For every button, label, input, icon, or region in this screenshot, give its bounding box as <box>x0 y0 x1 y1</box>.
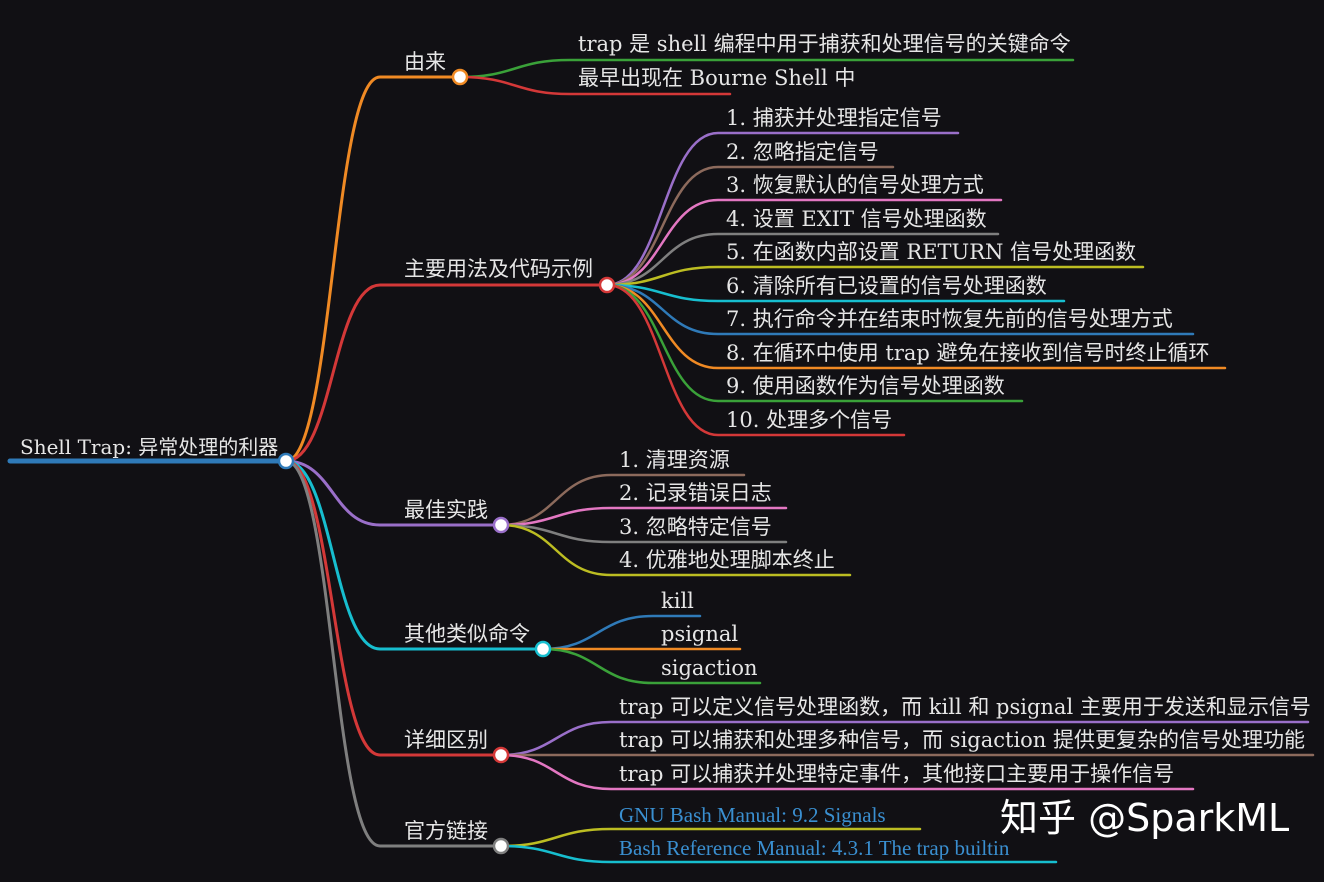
leaf-label[interactable]: psignal <box>661 622 739 646</box>
leaf-label[interactable]: 5. 在函数内部设置 RETURN 信号处理函数 <box>726 240 1137 264</box>
leaf-label[interactable]: 3. 忽略特定信号 <box>619 515 772 539</box>
leaf-label[interactable]: 3. 恢复默认的信号处理方式 <box>726 173 984 197</box>
watermark: 知乎 @SparkML <box>1000 796 1290 840</box>
branch-connector-similar-commands <box>284 459 545 651</box>
branch-node-origin[interactable] <box>451 68 469 86</box>
leaf-connector <box>541 614 702 651</box>
leaf-connector <box>499 753 1195 791</box>
leaf-label[interactable]: 9. 使用函数作为信号处理函数 <box>726 374 1005 398</box>
leaf-label[interactable]: trap 可以定义信号处理函数，而 kill 和 psignal 主要用于发送和… <box>619 695 1311 719</box>
leaf-connector <box>458 75 732 96</box>
leaf-label[interactable]: 2. 记录错误日志 <box>619 481 772 505</box>
branch-connector-official-links <box>284 459 503 848</box>
leaf-label[interactable]: trap 是 shell 编程中用于捕获和处理信号的关键命令 <box>578 32 1071 56</box>
leaf-label[interactable]: 6. 清除所有已设置的信号处理函数 <box>726 274 1047 298</box>
leaf-label[interactable]: 2. 忽略指定信号 <box>726 140 879 164</box>
leaf-connector <box>605 198 1003 287</box>
branch-node-similar-commands[interactable] <box>534 640 552 658</box>
leaf-label[interactable]: trap 可以捕获并处理特定事件，其他接口主要用于操作信号 <box>619 762 1175 786</box>
branch-node-usage[interactable] <box>598 276 616 294</box>
leaf-connector <box>541 647 762 685</box>
branch-label-usage[interactable]: 主要用法及代码示例 <box>404 257 593 281</box>
official-link[interactable]: GNU Bash Manual: 9.2 Signals <box>619 803 886 827</box>
leaf-label[interactable]: 最早出现在 Bourne Shell 中 <box>578 66 856 90</box>
leaf-connector <box>499 473 746 527</box>
branch-label-origin[interactable]: 由来 <box>404 50 446 74</box>
leaf-connector <box>458 58 1075 79</box>
leaf-connector <box>605 283 1066 303</box>
branch-label-differences[interactable]: 详细区别 <box>404 728 488 752</box>
leaf-label[interactable]: 8. 在循环中使用 trap 避免在接收到信号时终止循环 <box>726 341 1210 365</box>
leaf-label[interactable]: kill <box>661 589 694 613</box>
leaf-label[interactable]: 10. 处理多个信号 <box>726 408 893 432</box>
leaf-connector <box>499 523 788 544</box>
official-link[interactable]: Bash Reference Manual: 4.3.1 The trap bu… <box>619 836 1010 860</box>
branch-node-differences[interactable] <box>492 746 510 764</box>
branch-label-official-links[interactable]: 官方链接 <box>404 819 488 843</box>
leaf-label[interactable]: 4. 设置 EXIT 信号处理函数 <box>726 207 987 231</box>
leaf-connector <box>499 506 788 527</box>
leaf-label[interactable]: 1. 清理资源 <box>619 448 730 472</box>
leaf-label[interactable]: sigaction <box>661 656 758 680</box>
leaf-label[interactable]: trap 可以捕获和处理多种信号，而 sigaction 提供更复杂的信号处理功… <box>619 728 1306 752</box>
leaf-connector <box>605 265 1145 287</box>
branch-node-best-practices[interactable] <box>492 516 510 534</box>
branch-connector-usage <box>284 283 609 463</box>
leaf-label[interactable]: 7. 执行命令并在结束时恢复先前的信号处理方式 <box>726 307 1173 331</box>
leaf-connector <box>605 165 895 287</box>
branch-node-official-links[interactable] <box>492 837 510 855</box>
leaf-connector <box>499 827 922 848</box>
branch-label-similar-commands[interactable]: 其他类似命令 <box>404 622 530 646</box>
leaf-connector <box>499 720 1310 757</box>
branch-connector-differences <box>284 459 503 757</box>
leaf-connector <box>499 844 1058 864</box>
leaf-connector <box>499 523 852 577</box>
branch-label-best-practices[interactable]: 最佳实践 <box>404 498 488 522</box>
leaf-connector <box>605 283 1024 403</box>
branch-connector-origin <box>284 75 462 463</box>
leaf-label[interactable]: 1. 捕获并处理指定信号 <box>726 106 942 130</box>
leaf-connector <box>605 283 906 437</box>
branch-connector-best-practices <box>284 459 503 527</box>
root-node[interactable] <box>277 452 295 470</box>
leaf-connector <box>605 131 960 287</box>
leaf-label[interactable]: 4. 优雅地处理脚本终止 <box>619 548 835 572</box>
leaf-connector <box>605 232 1000 287</box>
root-node-label[interactable]: Shell Trap: 异常处理的利器 <box>20 435 279 459</box>
leaf-connector <box>605 283 1195 336</box>
